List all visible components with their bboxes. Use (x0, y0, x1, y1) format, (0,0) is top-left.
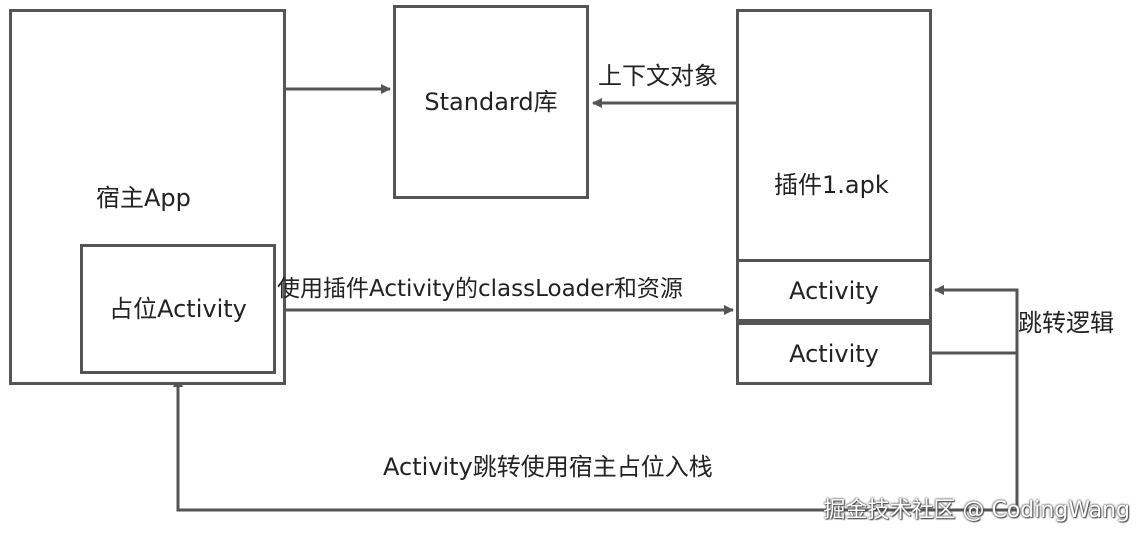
placeholder-activity-box: 占位Activity (80, 244, 276, 374)
arrow-jump-to-host-placeholder (173, 353, 1019, 512)
edge-label-jump-stack: Activity跳转使用宿主占位入栈 (383, 453, 713, 481)
watermark: 掘金技术社区 @ CodingWang (823, 498, 1130, 523)
plugin-activity-box-1: Activity (736, 259, 932, 322)
edge-label-jump-logic: 跳转逻辑 (1018, 309, 1114, 337)
edge-label-context: 上下文对象 (598, 62, 718, 90)
edge-label-use-loader: 使用插件Activity的classLoader和资源 (277, 276, 683, 302)
placeholder-activity-label: 占位Activity (109, 295, 247, 323)
plugin-activity-box-2: Activity (736, 322, 932, 385)
standard-library-box: Standard库 (393, 5, 589, 199)
plugin-activity-label-2: Activity (789, 339, 879, 368)
plugin-apk-title: 插件1.apk (774, 171, 889, 199)
plugin-activity-label-1: Activity (789, 276, 879, 305)
standard-library-label: Standard库 (424, 88, 558, 116)
arrow-jump-logic (931, 285, 1019, 355)
host-app-title: 宿主App (96, 184, 191, 212)
